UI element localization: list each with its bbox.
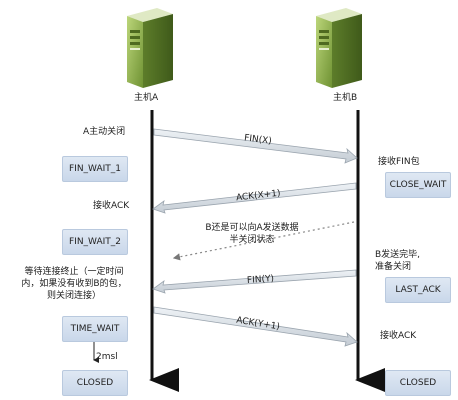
arrow-fin-y: [152, 269, 357, 294]
note-a-active-close: A主动关闭: [83, 127, 126, 137]
note-a-recv-ack: 接收ACK: [93, 201, 130, 211]
state-fin-wait-1: FIN_WAIT_1: [62, 156, 128, 182]
arrow-fin-x: [153, 128, 358, 164]
note-b-recv-ack: 接收ACK: [380, 331, 417, 341]
note-a-wait-termination: 等待连接终止（一定时间 内，如果没有收到B的包， 则关闭连接）: [4, 266, 144, 302]
arrow-ack-y1: [153, 306, 358, 347]
note-b-send-done-line1: B发送完毕,: [375, 250, 421, 260]
host-b-label: 主机B: [333, 93, 358, 103]
note-half-close: B还是可以向A发送数据 半关闭状态: [192, 222, 312, 246]
arrow-ack-x1: [152, 182, 357, 214]
note-wait-line3: 则关闭连接）: [46, 291, 101, 301]
server-b-icon: [316, 8, 362, 88]
state-closed-b: CLOSED: [385, 370, 451, 396]
state-close-wait: CLOSE_WAIT: [385, 172, 451, 198]
note-wait-line2: 内，如果没有收到B的包，: [21, 279, 127, 289]
message-fin-y-label: FIN(Y): [246, 274, 275, 286]
note-2msl: 2msl: [96, 352, 118, 362]
host-a-label: 主机A: [134, 93, 159, 103]
note-b-recv-fin: 接收FIN包: [378, 157, 420, 167]
state-closed-a: CLOSED: [62, 370, 128, 396]
note-half-close-line1: B还是可以向A发送数据: [205, 223, 299, 233]
state-last-ack: LAST_ACK: [385, 277, 451, 303]
note-half-close-line2: 半关闭状态: [229, 235, 275, 245]
state-fin-wait-2: FIN_WAIT_2: [62, 229, 128, 255]
half-close-dotted-arrow: [172, 221, 355, 261]
note-b-send-done: B发送完毕, 准备关闭: [375, 249, 420, 273]
server-a-icon: [127, 8, 173, 88]
note-wait-line1: 等待连接终止（一定时间: [24, 267, 124, 277]
note-b-send-done-line2: 准备关闭: [375, 262, 412, 272]
state-time-wait: TIME_WAIT: [62, 316, 128, 342]
